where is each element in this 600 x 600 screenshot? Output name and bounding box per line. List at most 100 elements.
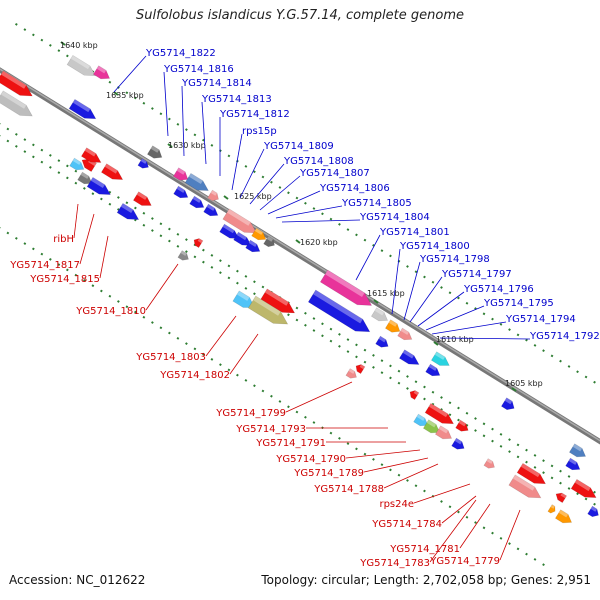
feature-blue-2 xyxy=(86,176,111,195)
feature-cyan-3 xyxy=(430,351,450,366)
feature-salmon-5-shine xyxy=(438,425,449,434)
leader-forward xyxy=(391,248,401,315)
feature-orange-4 xyxy=(547,504,556,514)
feature-grey-1 xyxy=(66,54,97,77)
feature-red-10-shine xyxy=(428,403,448,418)
feature-grey-2-shape xyxy=(77,171,93,185)
feature-blue-7-shine xyxy=(206,204,215,211)
feature-blue-9-shine xyxy=(236,232,247,241)
feature-cyan-4-shape xyxy=(413,413,429,427)
gene-label-reverse: YG5714_1817 xyxy=(9,260,80,271)
feature-red-9-shine xyxy=(413,390,419,396)
feature-blue-17 xyxy=(565,457,581,471)
feature-pink-3-shine xyxy=(325,270,365,298)
feature-cyan-3-shape xyxy=(430,351,450,366)
feature-grey-left-1-shape xyxy=(0,90,33,117)
gene-label-forward: YG5714_1792 xyxy=(529,331,600,342)
feature-red-3-shine xyxy=(84,147,96,157)
kbp-label: 1620 kbp xyxy=(300,238,338,247)
feature-red-8 xyxy=(355,364,366,375)
leader-forward xyxy=(267,190,321,215)
leader-reverse xyxy=(441,495,477,524)
feature-blue-7 xyxy=(203,203,219,217)
leader-forward xyxy=(431,321,507,335)
feature-salmon-7-shape xyxy=(508,474,542,499)
feature-orange-1 xyxy=(251,227,267,241)
feature-red-12 xyxy=(516,462,547,485)
feature-blue-5-shape xyxy=(173,185,189,199)
feature-orange-3 xyxy=(554,509,573,524)
gene-label-forward: YG5714_1798 xyxy=(419,254,490,265)
feature-salmon-6-shine xyxy=(486,458,493,464)
gene-label-forward: YG5714_1814 xyxy=(181,78,252,89)
feature-salmon-1-shape xyxy=(207,189,219,202)
ring-guides xyxy=(0,22,600,568)
feature-red-7-shape xyxy=(260,288,296,314)
gene-label-reverse: YG5714_1815 xyxy=(29,274,100,285)
feature-blue-12-shine xyxy=(378,336,386,343)
gene-label-forward: YG5714_1805 xyxy=(341,198,412,209)
feature-salmon-5 xyxy=(434,425,453,440)
feature-cyan-2-shine xyxy=(236,290,250,301)
feature-pink-1 xyxy=(92,65,111,80)
feature-red-4-shape xyxy=(100,163,124,180)
feature-pink-3-shape xyxy=(319,269,373,306)
gene-label-forward: YG5714_1806 xyxy=(319,183,390,194)
feature-steel-1-shape xyxy=(184,172,209,191)
feature-steel-2 xyxy=(568,443,587,458)
leader-reverse xyxy=(73,203,79,239)
feature-red-5 xyxy=(132,191,152,206)
leader-forward xyxy=(417,291,465,327)
leader-forward xyxy=(239,148,265,199)
feature-orange-4-shape xyxy=(547,504,556,514)
feature-cyan-2 xyxy=(232,290,256,308)
feature-red-4 xyxy=(100,163,124,180)
feature-grey-2 xyxy=(77,171,93,185)
gene-label-reverse: YG5714_1783 xyxy=(359,558,430,569)
backbone-line xyxy=(0,67,600,445)
feature-pink-2-shine xyxy=(176,167,186,175)
feature-khaki-1 xyxy=(247,295,289,325)
feature-grey-1-shine xyxy=(70,55,90,70)
kbp-label: 1640 kbp xyxy=(60,41,98,50)
kbp-label: 1625 kbp xyxy=(234,192,272,201)
leader-forward xyxy=(249,163,285,205)
gene-label-forward: YG5714_1809 xyxy=(263,141,334,152)
feature-grey-3-shape xyxy=(146,145,163,159)
gene-label-forward: YG5714_1813 xyxy=(201,94,272,105)
feature-blue-1-shape xyxy=(68,98,97,120)
feature-grey-5-shape xyxy=(177,250,189,261)
kbp-tick xyxy=(511,387,517,392)
feature-cyan-3-shine xyxy=(434,351,446,360)
feature-orange-1-shine xyxy=(254,228,263,235)
feature-grey-5-shine xyxy=(180,250,187,256)
feature-red-13 xyxy=(555,492,568,504)
leader-forward xyxy=(281,219,361,223)
feature-blue-11-shine xyxy=(313,290,363,324)
guide-inner-2 xyxy=(0,135,600,509)
feature-khaki-1-shape xyxy=(247,295,289,325)
gene-label-forward: YG5714_1816 xyxy=(163,64,234,75)
feature-red-6 xyxy=(193,238,204,249)
feature-blue-17-shape xyxy=(565,457,581,471)
feature-red-11-shine xyxy=(458,420,466,427)
topology-label: Topology: circular; Length: 2,702,058 bp… xyxy=(261,573,591,587)
gene-label-forward: YG5714_1796 xyxy=(463,284,534,295)
gene-label-forward: YG5714_1808 xyxy=(283,156,354,167)
leader-reverse xyxy=(429,499,477,563)
feature-khaki-1-shine xyxy=(253,296,281,316)
guide-outer-1 xyxy=(10,22,600,387)
feature-blue-13 xyxy=(398,349,420,365)
gene-label-reverse: YG5714_1793 xyxy=(235,424,306,435)
feature-green-1-shine xyxy=(426,419,437,428)
feature-red-5-shine xyxy=(136,191,148,200)
feature-pink-2 xyxy=(172,167,189,181)
leader-forward xyxy=(439,337,531,340)
feature-salmon-2-shape xyxy=(222,208,258,234)
feature-green-1-shape xyxy=(422,419,441,434)
feature-grey-4 xyxy=(263,235,275,248)
feature-blue-3 xyxy=(116,202,140,220)
feature-blue-12-shape xyxy=(375,335,389,348)
leader-forward xyxy=(355,234,381,281)
